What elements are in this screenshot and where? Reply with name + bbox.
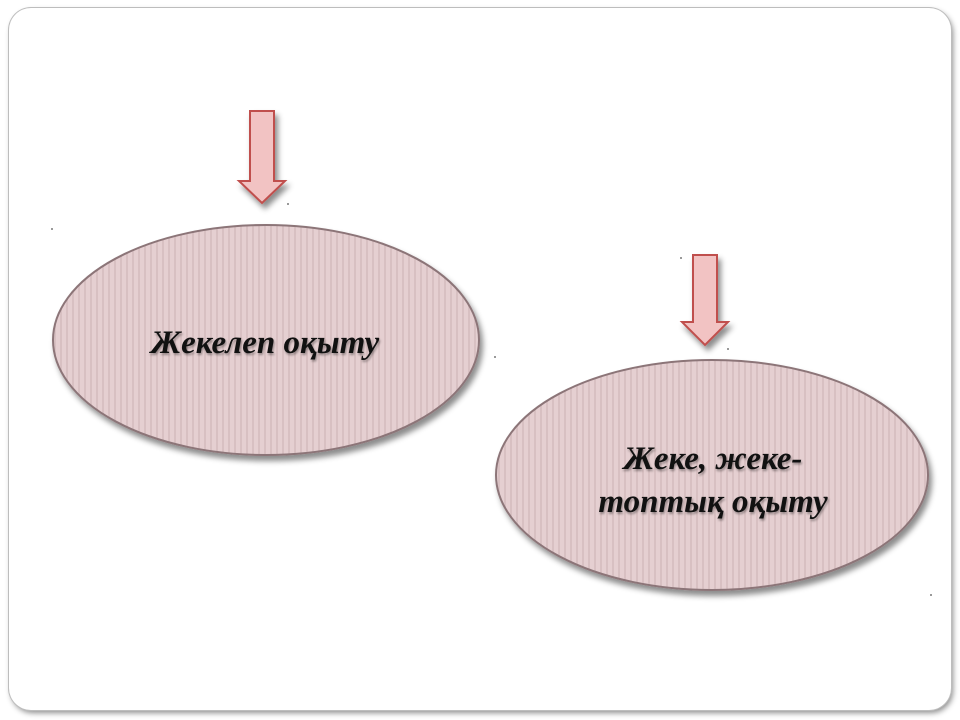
- down-arrow-icon: [679, 254, 731, 347]
- marker-dot: [494, 356, 496, 358]
- ellipse-node-2: [495, 359, 929, 591]
- ellipse-node-1: [52, 224, 480, 456]
- node-label-line: Жекелеп оқыту: [150, 325, 380, 361]
- node-label-2: Жеке, жеке- топтық оқыту: [548, 438, 878, 524]
- marker-dot: [680, 257, 682, 259]
- node-label-line: Жеке, жеке-: [623, 441, 803, 477]
- node-label-line: топтық оқыту: [598, 483, 828, 520]
- marker-dot: [51, 228, 53, 230]
- node-label-1: Жекелеп оқыту: [100, 322, 430, 365]
- marker-dot: [727, 348, 729, 350]
- marker-dot: [287, 203, 289, 205]
- marker-dot: [930, 594, 932, 596]
- down-arrow-icon: [236, 110, 288, 205]
